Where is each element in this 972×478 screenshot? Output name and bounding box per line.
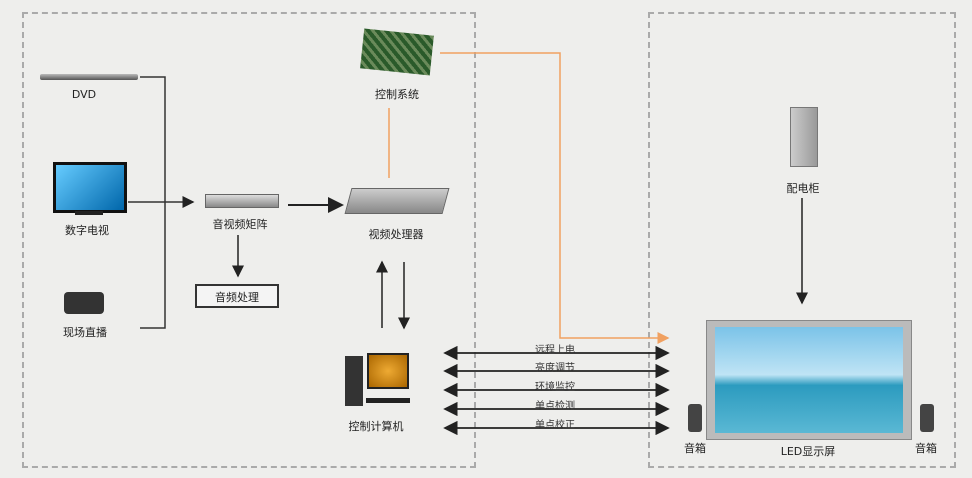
led-screen-icon (706, 320, 912, 440)
video-processor-icon (344, 188, 450, 214)
speaker-left-icon (688, 404, 702, 432)
led-screen-label: LED显示屏 (780, 445, 836, 458)
video-processor-label: 视频处理器 (368, 228, 424, 241)
monitor-icon (367, 353, 409, 389)
display-zone (648, 12, 956, 468)
speaker-left-label: 音箱 (684, 442, 706, 455)
audio-processing-label: 音频处理 (215, 291, 259, 304)
control-computer-icon (345, 356, 363, 406)
control-board-icon (360, 28, 434, 76)
led-screen-image (715, 327, 903, 433)
speaker-right-label: 音箱 (915, 442, 937, 455)
digital-tv-label: 数字电视 (65, 224, 109, 237)
dvd-label: DVD (71, 88, 97, 101)
link-label-3: 环境监控 (535, 382, 575, 393)
control-computer-label: 控制计算机 (348, 420, 404, 433)
power-cabinet-icon (790, 107, 818, 167)
digital-tv-icon (53, 162, 127, 213)
camera-icon (64, 292, 104, 314)
power-cabinet-label: 配电柜 (786, 182, 820, 195)
av-matrix-label: 音视频矩阵 (212, 218, 268, 231)
link-label-2: 亮度调节 (535, 363, 575, 374)
speaker-right-icon (920, 404, 934, 432)
link-label-5: 单点校正 (535, 420, 575, 431)
control-system-label: 控制系统 (375, 88, 419, 101)
source-bus (128, 76, 195, 329)
audio-processing-box (195, 284, 279, 308)
control-room-zone (22, 12, 476, 468)
link-label-4: 单点检测 (535, 401, 575, 412)
keyboard-icon (366, 398, 410, 403)
live-broadcast-label: 现场直播 (63, 326, 107, 339)
dvd-player-icon (40, 74, 138, 80)
av-matrix-icon (205, 194, 279, 208)
control-to-screen-link (440, 52, 670, 344)
link-label-1: 远程上电 (535, 345, 575, 356)
tv-stand-icon (75, 211, 103, 215)
